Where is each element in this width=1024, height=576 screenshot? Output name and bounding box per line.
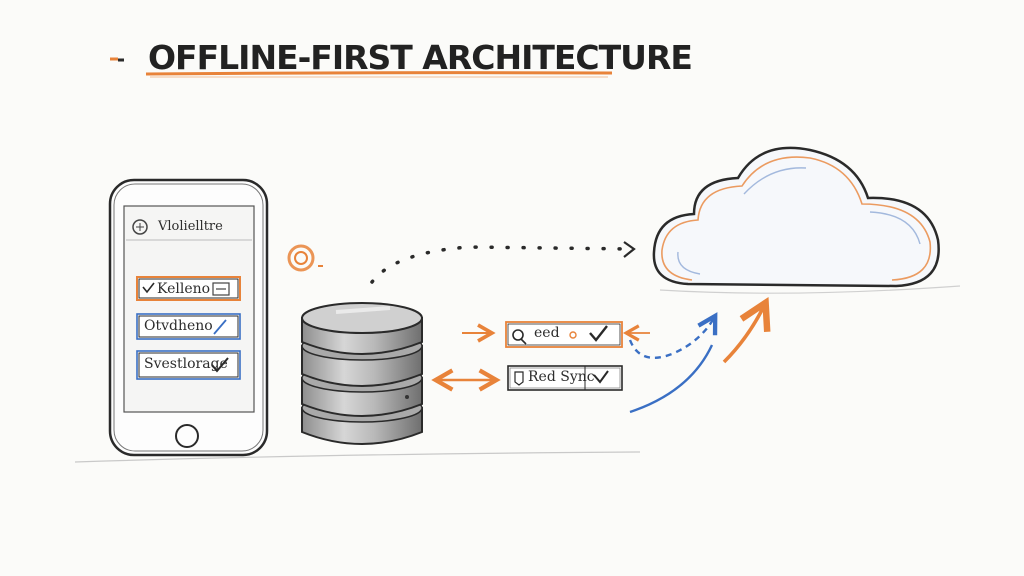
phone-row-label: Otvdheno [144, 318, 213, 334]
check-icon [211, 357, 229, 373]
title-bullet-icon [110, 57, 124, 62]
phone-row-2-box [136, 313, 241, 340]
shield-icon [514, 371, 524, 386]
page-title: OFFLINE-FIRST ARCHITECTURE [148, 38, 693, 77]
sync-dotted-arrow [370, 245, 634, 284]
orange-upload-arrow [722, 296, 771, 364]
phone-app-header: Vlolielltre [158, 219, 223, 234]
check-icon [593, 370, 609, 384]
sync-item-label: Red Sync [528, 369, 595, 385]
search-icon [512, 329, 527, 345]
phone-row-label: Kelleno [157, 281, 211, 297]
status-ring-icon [287, 244, 323, 272]
blue-dashed-arrow [628, 312, 718, 359]
phone-icon [108, 178, 269, 457]
title-underline [145, 71, 613, 76]
phone-row-label: Svestlorage [144, 356, 228, 372]
blue-upload-curve [629, 344, 714, 414]
database-icon [301, 302, 423, 445]
pencil-icon [213, 319, 227, 335]
check-icon [142, 282, 155, 294]
ground-line [74, 451, 641, 463]
edit-icon [212, 282, 230, 296]
check-icon [589, 325, 608, 342]
sync-item-label: eed [534, 325, 560, 341]
cloud-icon [652, 146, 961, 294]
app-logo-icon [132, 219, 148, 235]
